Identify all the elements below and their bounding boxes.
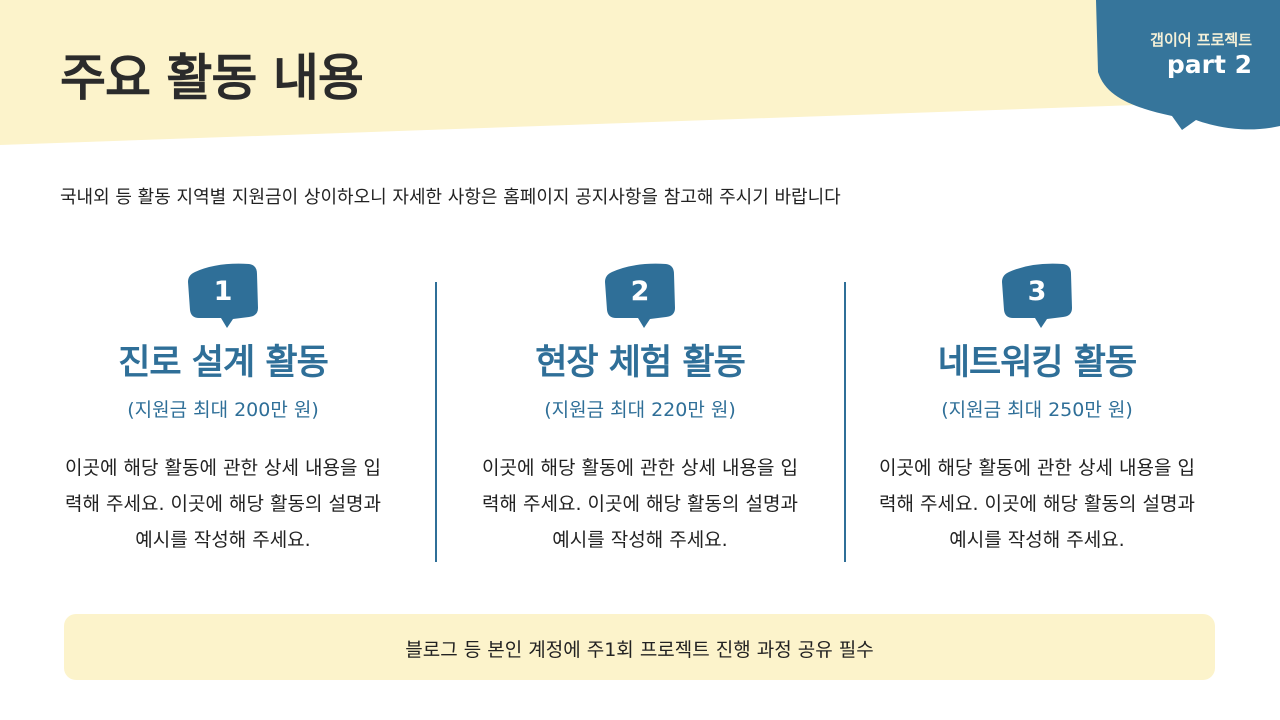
- activity-description: 이곳에 해당 활동에 관한 상세 내용을 입력해 주세요. 이곳에 해당 활동의…: [65, 457, 381, 551]
- footer-note: 블로그 등 본인 계정에 주1회 프로젝트 진행 과정 공유 필수: [405, 639, 874, 661]
- speech-bubble-icon: [188, 263, 258, 328]
- activity-amount: (지원금 최대 250만 원): [941, 399, 1133, 421]
- tag-label: 갭이어 프로젝트: [1150, 31, 1252, 49]
- page-title: 주요 활동 내용: [60, 49, 364, 107]
- activity-card-2: 2 현장 체험 활동 (지원금 최대 220만 원) 이곳에 해당 활동에 관한…: [455, 262, 825, 558]
- number-badge: 2: [604, 262, 676, 328]
- part-tag: 갭이어 프로젝트 part 2: [1094, 0, 1280, 132]
- footer-note-box: 블로그 등 본인 계정에 주1회 프로젝트 진행 과정 공유 필수: [64, 614, 1215, 680]
- activity-title: 진로 설계 활동: [118, 343, 329, 383]
- activity-number: 1: [213, 276, 233, 307]
- column-divider: [844, 282, 846, 562]
- speech-bubble-icon: [1096, 0, 1280, 130]
- activity-amount: (지원금 최대 200만 원): [127, 399, 319, 421]
- activity-description: 이곳에 해당 활동에 관한 상세 내용을 입력해 주세요. 이곳에 해당 활동의…: [879, 457, 1195, 551]
- speech-bubble-icon: [1002, 263, 1072, 328]
- activity-number: 3: [1027, 276, 1047, 307]
- activity-description: 이곳에 해당 활동에 관한 상세 내용을 입력해 주세요. 이곳에 해당 활동의…: [482, 457, 798, 551]
- header-background: [0, 0, 1280, 145]
- number-badge: 1: [187, 262, 259, 328]
- activity-card-1: 1 진로 설계 활동 (지원금 최대 200만 원) 이곳에 해당 활동에 관한…: [38, 262, 408, 558]
- number-badge: 3: [1001, 262, 1073, 328]
- activity-card-3: 3 네트워킹 활동 (지원금 최대 250만 원) 이곳에 해당 활동에 관한 …: [852, 262, 1222, 558]
- notice-text: 국내외 등 활동 지역별 지원금이 상이하오니 자세한 사항은 홈페이지 공지사…: [60, 187, 841, 208]
- column-divider: [435, 282, 437, 562]
- activity-title: 현장 체험 활동: [535, 343, 746, 383]
- tag-part: part 2: [1166, 50, 1252, 79]
- speech-bubble-icon: [605, 263, 675, 328]
- activity-amount: (지원금 최대 220만 원): [544, 399, 736, 421]
- activity-number: 2: [630, 276, 650, 307]
- activity-title: 네트워킹 활동: [937, 343, 1137, 383]
